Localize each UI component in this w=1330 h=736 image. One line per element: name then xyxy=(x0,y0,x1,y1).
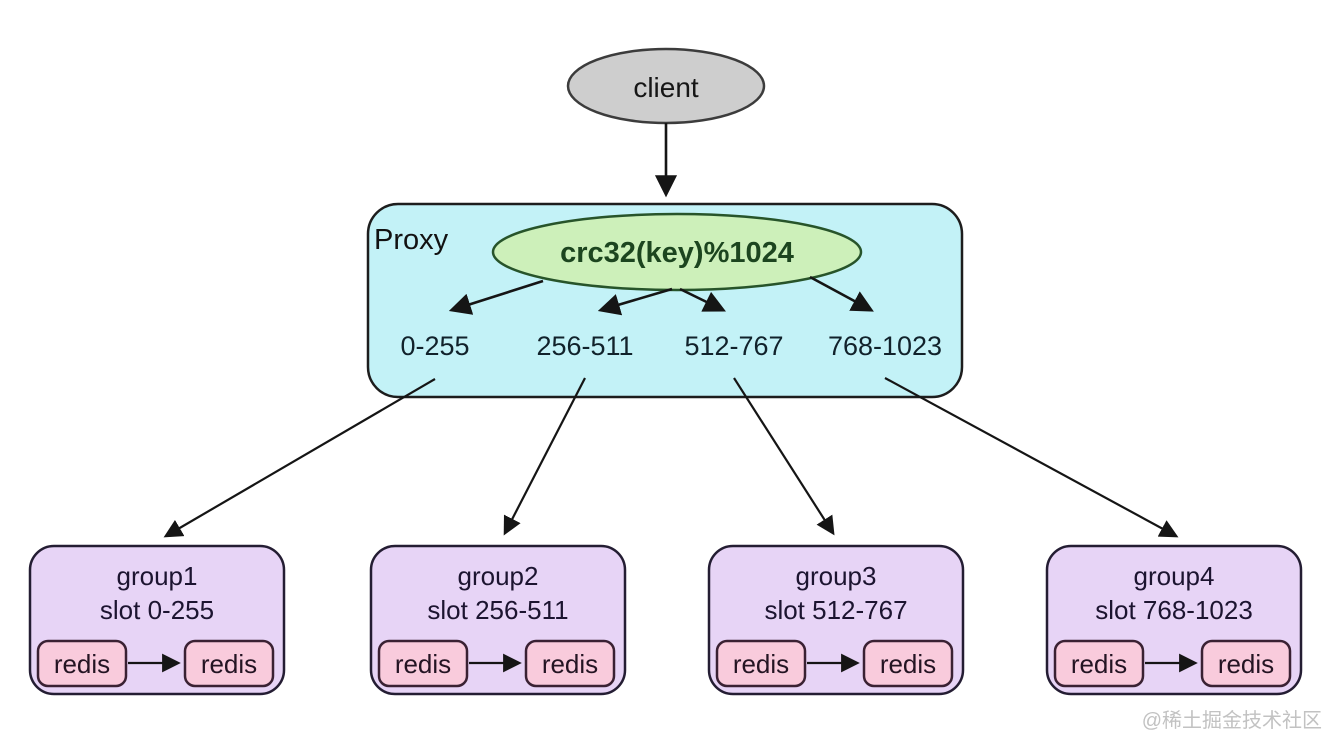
slot-range-4: 768-1023 xyxy=(828,331,942,361)
group2-redis-replica-rect xyxy=(524,639,616,688)
group2-redis-master-label: redis xyxy=(395,649,451,679)
group1-redis-master-label: redis xyxy=(54,649,110,679)
group4-redis-replica-label: redis xyxy=(1218,649,1274,679)
group1-node: group1 slot 0-255 redis redis xyxy=(28,544,286,696)
group4-redis-replica-rect xyxy=(1200,639,1292,688)
group2-node: group2 slot 256-511 redis redis xyxy=(369,544,627,696)
proxy-node: Proxy crc32(key)%1024 0-255 256-511 512-… xyxy=(366,202,964,399)
slot-range-3: 512-767 xyxy=(684,331,783,361)
edge-slot4-to-group4 xyxy=(884,377,1179,538)
group1-title: group1 xyxy=(117,561,198,591)
group2-title: group2 xyxy=(458,561,539,591)
group1-slot-label: slot 0-255 xyxy=(100,595,214,625)
group3-redis-replica-label: redis xyxy=(880,649,936,679)
group3-redis-master-rect xyxy=(715,639,807,688)
client-label: client xyxy=(633,72,699,103)
group3-redis-master-label: redis xyxy=(733,649,789,679)
hash-label: crc32(key)%1024 xyxy=(560,237,794,269)
hash-ellipse xyxy=(491,212,863,292)
edge-slot1-to-group1 xyxy=(163,378,436,538)
group3-node: group3 slot 512-767 redis redis xyxy=(707,544,965,696)
group4-node: group4 slot 768-1023 redis redis xyxy=(1045,544,1303,696)
group2-redis-replica-label: redis xyxy=(542,649,598,679)
group2-redis-master-rect xyxy=(377,639,469,688)
edge-hash-to-slot-3 xyxy=(679,287,726,312)
edge-hash-to-slot-4 xyxy=(809,275,874,312)
edge-hash-to-slot-1 xyxy=(448,279,544,315)
group1-redis-master-rect xyxy=(36,639,128,688)
proxy-label: Proxy xyxy=(374,224,449,256)
edge-hash-to-slot-2 xyxy=(597,287,673,316)
group3-redis-replica-rect xyxy=(862,639,954,688)
group4-redis-master-rect xyxy=(1053,639,1145,688)
group1-redis-replica-rect xyxy=(183,639,275,688)
group4-redis-master-label: redis xyxy=(1071,649,1127,679)
group3-slot-label: slot 512-767 xyxy=(764,595,907,625)
client-node: client xyxy=(566,47,766,125)
slot-range-2: 256-511 xyxy=(536,331,633,361)
group4-slot-label: slot 768-1023 xyxy=(1095,595,1253,625)
edge-slot2-to-group2 xyxy=(503,377,586,536)
group1-redis-replica-label: redis xyxy=(201,649,257,679)
slot-range-1: 0-255 xyxy=(400,331,469,361)
edge-slot3-to-group3 xyxy=(733,377,835,536)
group2-slot-label: slot 256-511 xyxy=(427,595,568,625)
group3-title: group3 xyxy=(796,561,877,591)
group4-title: group4 xyxy=(1134,561,1215,591)
watermark: @稀土掘金技术社区 xyxy=(1142,709,1322,732)
